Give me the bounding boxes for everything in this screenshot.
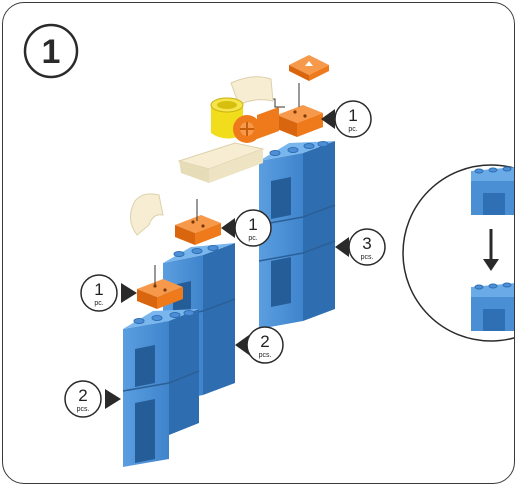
down-arrow-icon	[483, 229, 499, 271]
cream-top-piece	[230, 76, 274, 106]
callout-4: 3 pcs.	[335, 228, 386, 266]
callout-count: 2	[78, 386, 87, 405]
callout-unit: pcs.	[361, 254, 374, 261]
orange-wheel	[233, 107, 279, 143]
orange-brick-3	[277, 105, 323, 137]
front-tower	[122, 309, 200, 467]
callout-count: 1	[94, 280, 103, 299]
callout-unit: pc.	[94, 300, 103, 307]
assembly-illustration: 1	[23, 23, 514, 467]
callout-count: 1	[348, 106, 357, 125]
callout-unit: pcs.	[259, 352, 272, 359]
callout-2: 1 pc.	[221, 209, 272, 247]
callout-count: 1	[248, 215, 257, 234]
callout-count: 3	[362, 234, 371, 253]
tall-tower	[258, 141, 336, 329]
callout-unit: pc.	[248, 235, 257, 242]
inset-brick-top	[471, 166, 514, 215]
detail-inset	[402, 164, 514, 342]
orange-brick-1	[137, 279, 183, 309]
cream-ramp	[177, 142, 265, 183]
inset-brick-bottom	[471, 282, 514, 331]
callout-3: 1 pc.	[80, 274, 137, 312]
orange-tile-top	[289, 55, 329, 81]
yellow-cup	[210, 97, 244, 139]
cream-curve-piece	[130, 193, 164, 236]
callout-count: 2	[260, 332, 269, 351]
callout-5: 2 pcs.	[235, 326, 284, 364]
step-badge: 1	[23, 23, 79, 79]
step-number: 1	[42, 33, 61, 71]
orange-brick-2	[175, 215, 221, 245]
callout-6: 2 pcs.	[64, 380, 121, 418]
callout-unit: pcs.	[77, 406, 90, 413]
callout-1: 1 pc.	[321, 100, 372, 138]
callout-unit: pc.	[348, 126, 357, 133]
